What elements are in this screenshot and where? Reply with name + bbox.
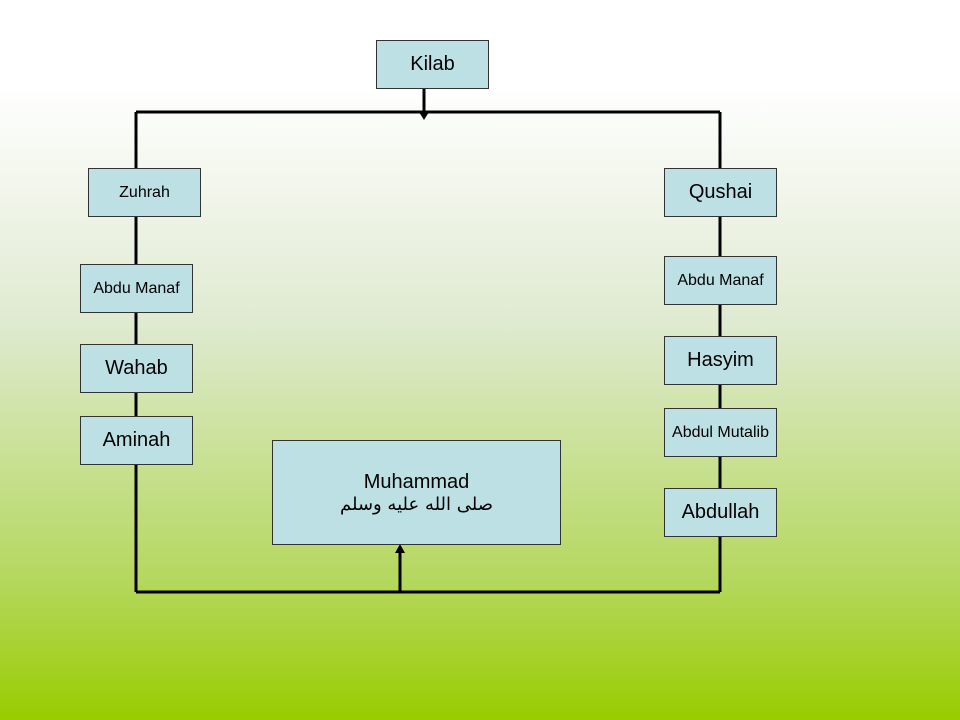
node-abdu-manaf-left: Abdu Manaf bbox=[80, 264, 193, 313]
node-qushai: Qushai bbox=[664, 168, 777, 217]
node-abdul-mutalib: Abdul Mutalib bbox=[664, 408, 777, 457]
muhammad-name: Muhammad bbox=[363, 470, 470, 493]
node-zuhrah: Zuhrah bbox=[88, 168, 201, 217]
node-wahab: Wahab bbox=[80, 344, 193, 393]
node-hasyim: Hasyim bbox=[664, 336, 777, 385]
node-kilab: Kilab bbox=[376, 40, 489, 89]
muhammad-honorific: صلى الله عليه وسلم bbox=[340, 493, 493, 515]
arrow-down-icon bbox=[419, 112, 429, 120]
node-abdu-manaf-right: Abdu Manaf bbox=[664, 256, 777, 305]
node-muhammad: Muhammad صلى الله عليه وسلم bbox=[272, 440, 561, 545]
node-aminah: Aminah bbox=[80, 416, 193, 465]
arrow-up-icon bbox=[395, 544, 405, 553]
node-abdullah: Abdullah bbox=[664, 488, 777, 537]
